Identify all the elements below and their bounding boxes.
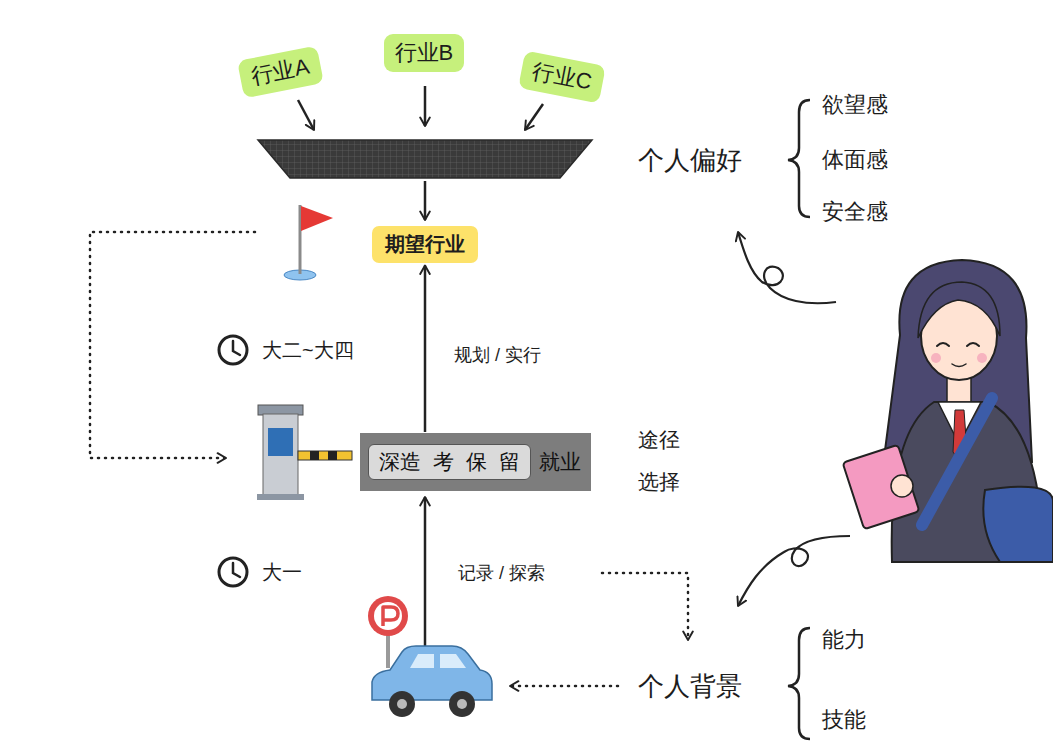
student-figure-part (843, 445, 920, 529)
clock-icon-part (233, 563, 240, 577)
curly-arrow-part (738, 536, 850, 606)
goal-flag (284, 205, 333, 280)
barrier-gate-part (310, 451, 319, 460)
box-text: 深造 考 保 留 (379, 448, 520, 476)
parking-sign-part (383, 607, 398, 626)
group-heading: 个人背景 (638, 669, 742, 704)
time-label: 大二~大四 (262, 337, 354, 364)
industry-box: 行业B (384, 34, 465, 72)
time-label: 大一 (262, 559, 302, 586)
explore-dotted-line-part (602, 573, 688, 640)
preference-item: 欲望感 (822, 90, 888, 120)
background-bracket (788, 628, 810, 739)
preference-bracket-part (788, 100, 810, 217)
car-part (449, 691, 475, 717)
parking-sign-part (374, 602, 402, 630)
funnel-arrow (425, 181, 426, 220)
industry-box: 行业C (518, 51, 606, 104)
car-part (410, 654, 434, 668)
edge-label: 规划 / 实行 (451, 343, 544, 367)
box-text: 行业C (530, 57, 595, 98)
barrier-gate-part (268, 428, 293, 456)
goal-box: 期望行业 (372, 226, 478, 263)
route-option-box: 深造 考 保 留 (368, 444, 531, 480)
car-to-route-arrow (425, 497, 426, 646)
car-part (397, 699, 407, 709)
car-to-route-arrow-part (424, 497, 427, 646)
clock-icon-part (219, 336, 247, 364)
preference-item: 安全感 (822, 197, 888, 227)
box-text: 行业B (395, 38, 454, 68)
curly-arrow (738, 232, 836, 303)
industry-arrows (298, 86, 543, 130)
industry-box: 行业A (237, 46, 323, 99)
box-text: 就业 (539, 448, 581, 476)
feedback-dotted-line (90, 232, 255, 458)
clock-icon-part (233, 341, 240, 355)
car-part (372, 646, 492, 700)
background-bracket-part (788, 628, 810, 739)
student-figure-part (983, 487, 1053, 562)
step-label: 记录 / 探索 (458, 561, 545, 585)
group-heading: 个人偏好 (638, 143, 742, 178)
student-figure-part (977, 353, 987, 363)
student-figure-part (918, 282, 1000, 338)
student-figure (843, 260, 1053, 562)
background-item: 技能 (822, 705, 866, 735)
funnel-filter (258, 140, 592, 178)
clock-icon (219, 336, 247, 364)
route-bar: 就业深造 考 保 留 (360, 433, 591, 491)
student-figure-part (937, 343, 949, 346)
car-part (457, 699, 467, 709)
background-dotted-line-part (510, 685, 618, 688)
student-figure-part (952, 364, 966, 367)
curly-arrow-part (738, 232, 836, 303)
car (372, 646, 492, 717)
industry-arrows-part (424, 86, 427, 126)
barrier-gate-part (257, 494, 304, 500)
goal-flag-part (301, 206, 333, 231)
curly-arrow (738, 536, 850, 606)
preference-bracket (788, 100, 810, 217)
funnel-filter-part (258, 140, 592, 178)
barrier-gate-part (328, 451, 337, 460)
clock-icon-part (219, 558, 247, 586)
student-figure-part (967, 343, 979, 346)
car-part (440, 654, 466, 668)
parking-sign-part (368, 596, 408, 636)
preference-item: 体面感 (822, 145, 888, 175)
box-text: 期望行业 (385, 231, 465, 258)
clock-icon (219, 558, 247, 586)
barrier-gate-part (263, 414, 298, 496)
student-figure-part (891, 475, 913, 497)
explore-dotted-line (602, 573, 688, 640)
flow-arrow (424, 266, 427, 433)
feedback-dotted-line-part (90, 232, 255, 458)
industry-arrows-part (298, 100, 314, 130)
background-item: 能力 (822, 625, 866, 655)
box-text: 行业A (248, 52, 311, 93)
industry-arrows-part (525, 104, 543, 130)
student-figure-part (922, 398, 992, 525)
background-dotted-line (510, 686, 618, 687)
car-part (389, 691, 415, 717)
barrier-gate-part (298, 451, 352, 460)
funnel-arrow-part (424, 181, 427, 220)
barrier-gate (257, 405, 352, 500)
route-note: 途径 选择 (638, 419, 681, 503)
student-figure-part (931, 353, 941, 363)
